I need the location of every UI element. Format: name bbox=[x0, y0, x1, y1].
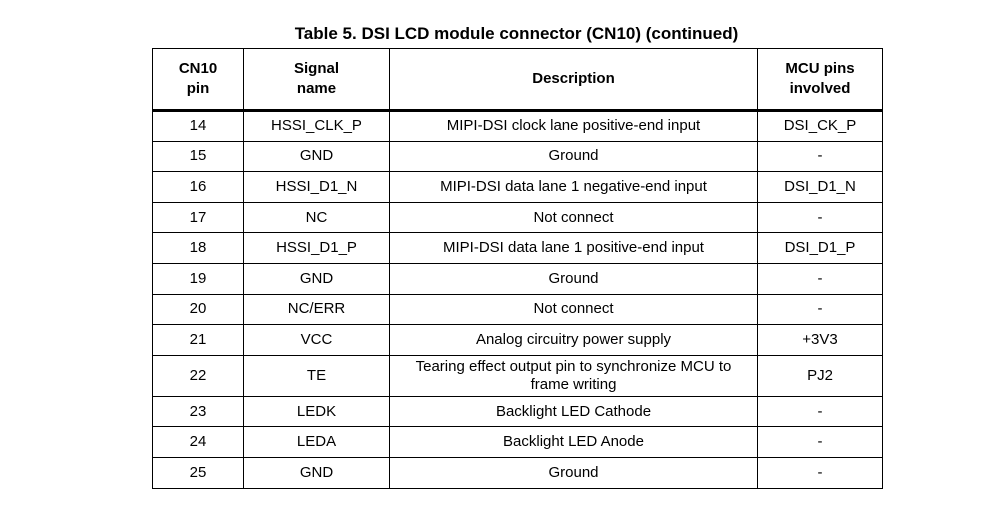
cell-pin: 24 bbox=[152, 426, 244, 458]
cell-pin: 14 bbox=[152, 110, 244, 142]
cell-description: MIPI-DSI clock lane positive-end input bbox=[389, 110, 758, 142]
cell-mcu: - bbox=[757, 262, 883, 295]
cell-pin: 17 bbox=[152, 201, 244, 234]
header-mcu: MCU pins involved bbox=[757, 48, 883, 112]
cell-mcu: +3V3 bbox=[757, 324, 883, 356]
cell-signal: GND bbox=[243, 140, 390, 173]
header-signal: Signal name bbox=[243, 48, 390, 112]
cell-mcu: - bbox=[757, 201, 883, 234]
cell-mcu: - bbox=[757, 395, 883, 428]
cell-description: MIPI-DSI data lane 1 positive-end input bbox=[389, 232, 758, 264]
cell-description: Ground bbox=[389, 456, 758, 489]
cell-signal: NC bbox=[243, 201, 390, 234]
cell-pin: 21 bbox=[152, 324, 244, 356]
cell-signal: GND bbox=[243, 456, 390, 489]
cell-signal: TE bbox=[243, 354, 390, 397]
cell-mcu: - bbox=[757, 426, 883, 458]
cell-pin: 22 bbox=[152, 354, 244, 397]
header-description: Description bbox=[389, 48, 758, 112]
cell-pin: 18 bbox=[152, 232, 244, 264]
header-pin: CN10 pin bbox=[152, 48, 244, 112]
cell-description: Analog circuitry power supply bbox=[389, 324, 758, 356]
cell-signal: GND bbox=[243, 262, 390, 295]
cell-mcu: DSI_D1_N bbox=[757, 171, 883, 203]
cell-signal: LEDK bbox=[243, 395, 390, 428]
cell-description: Tearing effect output pin to synchronize… bbox=[389, 354, 758, 397]
cell-pin: 19 bbox=[152, 262, 244, 295]
cell-mcu: DSI_CK_P bbox=[757, 110, 883, 142]
table-header-row: CN10 pin Signal name Description MCU pin… bbox=[152, 48, 883, 112]
cell-description: Ground bbox=[389, 140, 758, 173]
cell-pin: 15 bbox=[152, 140, 244, 173]
pin-table: CN10 pin Signal name Description MCU pin… bbox=[152, 48, 883, 489]
cell-signal: NC/ERR bbox=[243, 293, 390, 326]
cell-description: Backlight LED Cathode bbox=[389, 395, 758, 428]
cell-description: Ground bbox=[389, 262, 758, 295]
cell-signal: HSSI_D1_P bbox=[243, 232, 390, 264]
cell-pin: 16 bbox=[152, 171, 244, 203]
cell-mcu: PJ2 bbox=[757, 354, 883, 397]
cell-description: Not connect bbox=[389, 201, 758, 234]
cell-signal: VCC bbox=[243, 324, 390, 356]
cell-mcu: DSI_D1_P bbox=[757, 232, 883, 264]
cell-signal: LEDA bbox=[243, 426, 390, 458]
cell-description: Backlight LED Anode bbox=[389, 426, 758, 458]
cell-mcu: - bbox=[757, 293, 883, 326]
cell-description: MIPI-DSI data lane 1 negative-end input bbox=[389, 171, 758, 203]
cell-pin: 23 bbox=[152, 395, 244, 428]
table-title: Table 5. DSI LCD module connector (CN10)… bbox=[294, 24, 739, 43]
cell-mcu: - bbox=[757, 456, 883, 489]
cell-signal: HSSI_CLK_P bbox=[243, 110, 390, 142]
cell-pin: 20 bbox=[152, 293, 244, 326]
cell-description: Not connect bbox=[389, 293, 758, 326]
cell-signal: HSSI_D1_N bbox=[243, 171, 390, 203]
cell-mcu: - bbox=[757, 140, 883, 173]
cell-pin: 25 bbox=[152, 456, 244, 489]
